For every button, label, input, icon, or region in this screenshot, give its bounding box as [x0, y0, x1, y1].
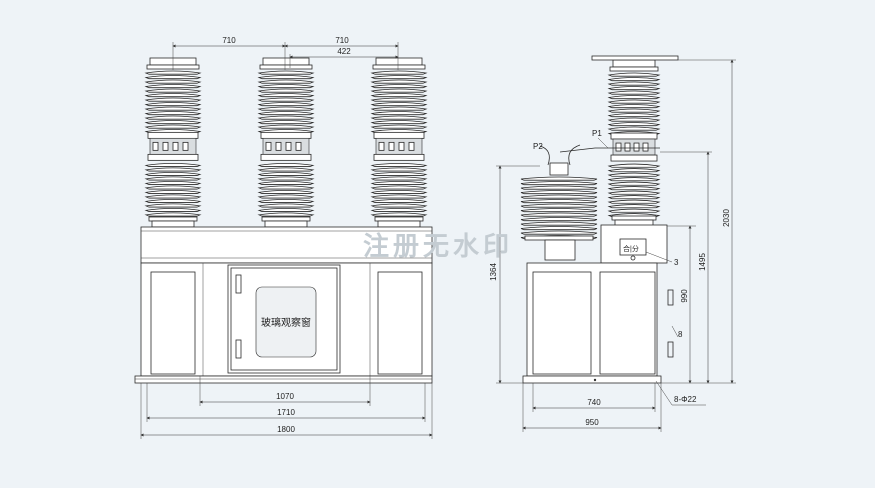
- dim-740: 740: [587, 398, 601, 407]
- mechanism-box: [600, 224, 668, 264]
- dim-2030: 2030: [722, 209, 731, 227]
- side-panel-right: [377, 271, 423, 375]
- label-holes: 8-Φ22: [674, 395, 697, 404]
- door-handle-top: [235, 274, 242, 294]
- door-handle-bottom: [235, 339, 242, 359]
- insulator-left: [144, 57, 202, 228]
- terminal-bar-top: [591, 55, 679, 61]
- current-transformer: [520, 162, 598, 241]
- handle-lower: [667, 341, 674, 358]
- insulator-right: [370, 57, 428, 228]
- glass-window: [255, 286, 317, 358]
- cabinet-door: [227, 264, 341, 374]
- label-8: 8: [678, 330, 683, 339]
- dim-710-right: 710: [335, 36, 349, 45]
- watermark: 注册无水印: [363, 231, 513, 261]
- label-p1: P1: [592, 129, 602, 138]
- dim-422: 422: [337, 47, 351, 56]
- insulator-group: [144, 57, 428, 228]
- side-insulator-stack: [607, 59, 661, 227]
- ct-base: [544, 239, 576, 261]
- handle-upper: [667, 289, 674, 306]
- side-cabinet: [526, 262, 658, 377]
- breaker-tank: [140, 226, 433, 264]
- dim-1364: 1364: [489, 263, 498, 281]
- dim-1710: 1710: [277, 408, 295, 417]
- side-insulator: [607, 59, 661, 227]
- dim-710-left: 710: [222, 36, 236, 45]
- side-view: P1 P2 合|分 3 8 1364 990: [489, 55, 736, 432]
- front-view: 玻璃观察窗 710 710 422 1070 1710 1800: [134, 36, 433, 439]
- dim-1800: 1800: [277, 425, 295, 434]
- label-p2: P2: [533, 142, 543, 151]
- side-panel-left: [150, 271, 196, 375]
- base-rail: [134, 375, 433, 384]
- dim-1495: 1495: [698, 253, 707, 271]
- indicator-glyph: 合|分: [623, 244, 639, 253]
- dim-990: 990: [680, 289, 689, 303]
- label-3: 3: [674, 258, 679, 267]
- window-label: 玻璃观察窗: [261, 316, 311, 329]
- dim-1070: 1070: [276, 392, 294, 401]
- side-base-rail: [522, 375, 662, 384]
- indicator: [619, 238, 647, 256]
- dim-950: 950: [585, 418, 599, 427]
- insulator-center: [257, 57, 315, 228]
